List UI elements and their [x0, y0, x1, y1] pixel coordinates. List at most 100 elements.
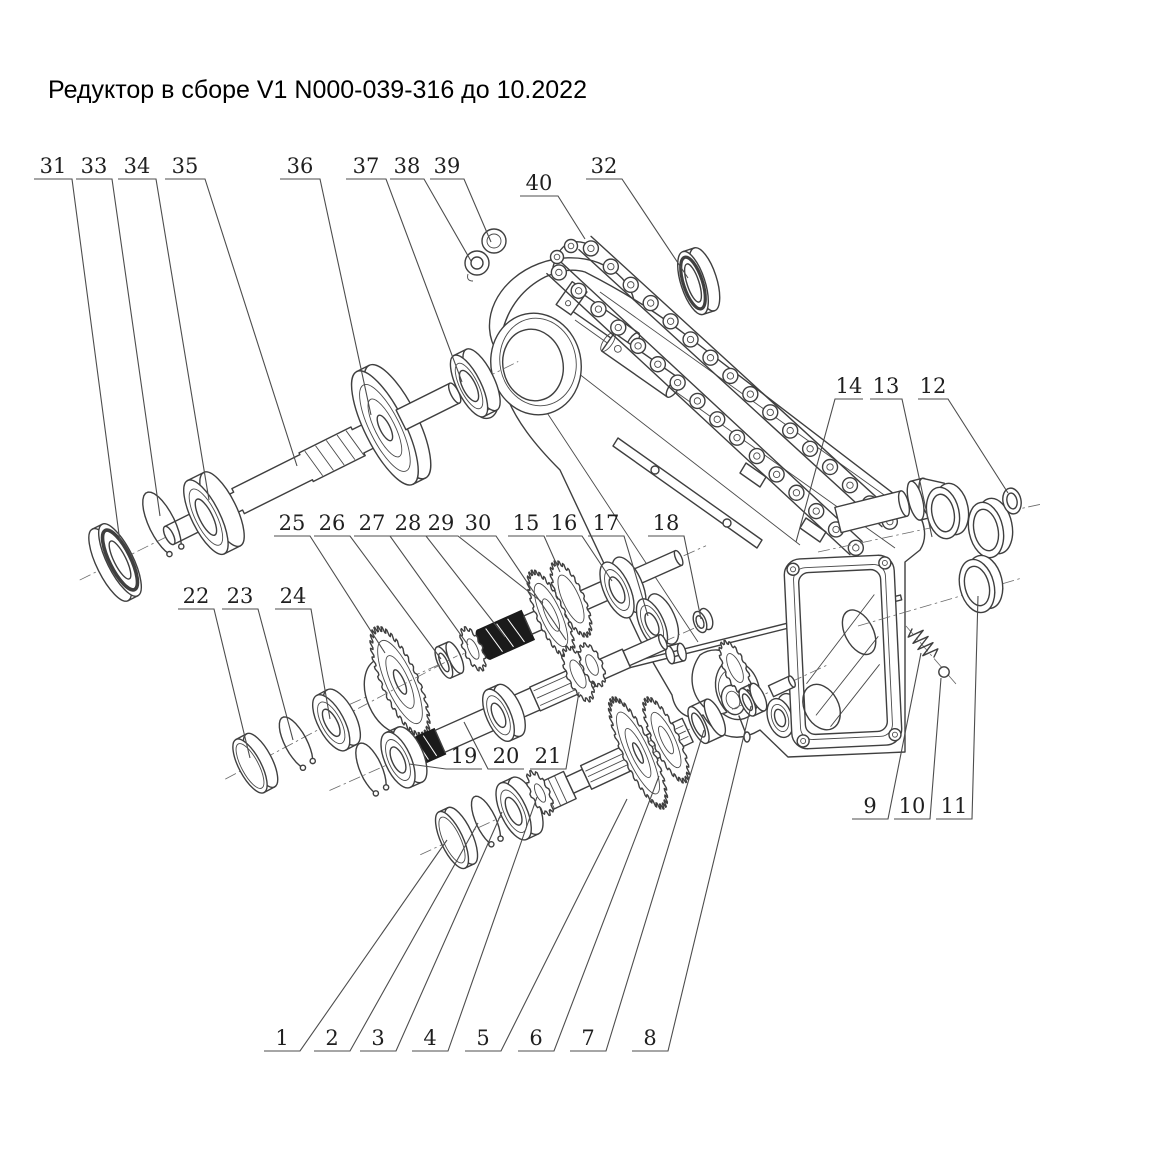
part-label-36: 36	[280, 154, 372, 416]
part-label-16: 16	[546, 511, 613, 582]
svg-text:15: 15	[513, 511, 540, 535]
svg-text:10: 10	[899, 794, 926, 818]
part-label-12: 12	[918, 374, 1009, 494]
part-label-32: 32	[586, 154, 689, 279]
svg-text:36: 36	[287, 154, 314, 178]
part-label-23: 23	[222, 584, 294, 741]
part-label-37: 37	[346, 154, 463, 383]
left-parts-22-24	[225, 655, 458, 794]
part-label-9: 9	[852, 652, 922, 820]
ring-12	[1002, 487, 1022, 515]
part-label-30: 30	[460, 511, 567, 641]
cluster-gears	[561, 642, 607, 703]
part-label-31: 31	[34, 154, 121, 543]
ring-13	[925, 482, 970, 540]
part-label-2: 2	[314, 822, 479, 1052]
svg-text:33: 33	[81, 154, 108, 178]
svg-text:4: 4	[423, 1026, 436, 1050]
detent-spring	[907, 628, 939, 658]
input-boss	[488, 257, 635, 416]
part-label-4: 4	[412, 796, 538, 1052]
svg-text:23: 23	[227, 584, 254, 608]
svg-text:39: 39	[434, 154, 461, 178]
part-label-21: 21	[530, 691, 580, 770]
svg-text:17: 17	[593, 511, 620, 535]
snap-rings	[142, 491, 504, 848]
part-label-28: 28	[390, 511, 506, 638]
part-label-14: 14	[795, 374, 863, 543]
svg-text:3: 3	[371, 1026, 384, 1050]
part-label-26: 26	[314, 511, 442, 660]
part-label-17: 17	[588, 511, 649, 617]
svg-text:14: 14	[836, 374, 863, 398]
detent-ball	[938, 666, 950, 678]
part-label-7: 7	[570, 729, 705, 1052]
svg-text:16: 16	[551, 511, 578, 535]
part-label-13: 13	[870, 374, 933, 538]
part-label-27: 27	[354, 511, 469, 646]
part-label-22: 22	[178, 584, 251, 759]
pivot-18	[692, 607, 714, 634]
svg-text:35: 35	[172, 154, 199, 178]
svg-text:38: 38	[394, 154, 421, 178]
part-label-3: 3	[360, 811, 503, 1052]
svg-text:7: 7	[581, 1026, 594, 1050]
svg-text:9: 9	[863, 794, 876, 818]
svg-text:12: 12	[920, 374, 947, 398]
cover-plate	[783, 554, 903, 750]
part-label-8: 8	[632, 705, 752, 1052]
mid-gears	[369, 560, 593, 739]
part-label-29: 29	[424, 511, 544, 604]
part-label-15: 15	[508, 511, 561, 573]
shift-fork	[691, 649, 751, 743]
svg-text:32: 32	[591, 154, 618, 178]
svg-text:19: 19	[451, 744, 478, 768]
part-label-33: 33	[76, 154, 161, 517]
part-label-18: 18	[648, 511, 702, 620]
part-label-38: 38	[390, 154, 472, 262]
input-shaft-assembly	[79, 348, 519, 602]
part-label-20: 20	[463, 721, 524, 770]
svg-text:13: 13	[873, 374, 900, 398]
svg-text:31: 31	[40, 154, 67, 178]
part-label-5: 5	[465, 798, 628, 1052]
svg-text:21: 21	[535, 744, 562, 768]
bolt-39	[481, 228, 507, 254]
seal-32	[676, 246, 721, 316]
part-label-19: 19	[408, 744, 482, 770]
svg-text:40: 40	[526, 171, 553, 195]
svg-text:22: 22	[183, 584, 210, 608]
svg-text:2: 2	[325, 1026, 338, 1050]
svg-text:18: 18	[653, 511, 680, 535]
svg-text:26: 26	[319, 511, 346, 535]
part-label-35: 35	[165, 154, 298, 467]
part-label-24: 24	[275, 584, 331, 720]
lower-mid-shaft	[329, 625, 700, 791]
svg-text:11: 11	[941, 794, 968, 818]
svg-text:24: 24	[280, 584, 307, 608]
seal-ring	[967, 497, 1014, 559]
svg-text:27: 27	[359, 511, 386, 535]
part-label-1: 1	[264, 839, 448, 1052]
svg-text:5: 5	[476, 1026, 489, 1050]
svg-text:34: 34	[124, 154, 151, 178]
bottom-gears	[525, 696, 690, 817]
part-label-6: 6	[518, 775, 660, 1052]
page-title: Редуктор в сборе V1 N000-039-316 до 10.2…	[48, 76, 587, 104]
part-label-11: 11	[936, 595, 979, 820]
part-label-10: 10	[894, 677, 942, 820]
part-label-34: 34	[118, 154, 210, 501]
svg-text:25: 25	[279, 511, 306, 535]
part-label-25: 25	[274, 511, 386, 654]
svg-text:20: 20	[493, 744, 520, 768]
svg-text:29: 29	[428, 511, 455, 535]
drive-chain	[546, 235, 899, 557]
washer-38	[464, 250, 490, 282]
part-label-39: 39	[430, 154, 492, 243]
svg-text:6: 6	[529, 1026, 542, 1050]
svg-text:30: 30	[465, 511, 492, 535]
ring-11	[958, 554, 1004, 614]
